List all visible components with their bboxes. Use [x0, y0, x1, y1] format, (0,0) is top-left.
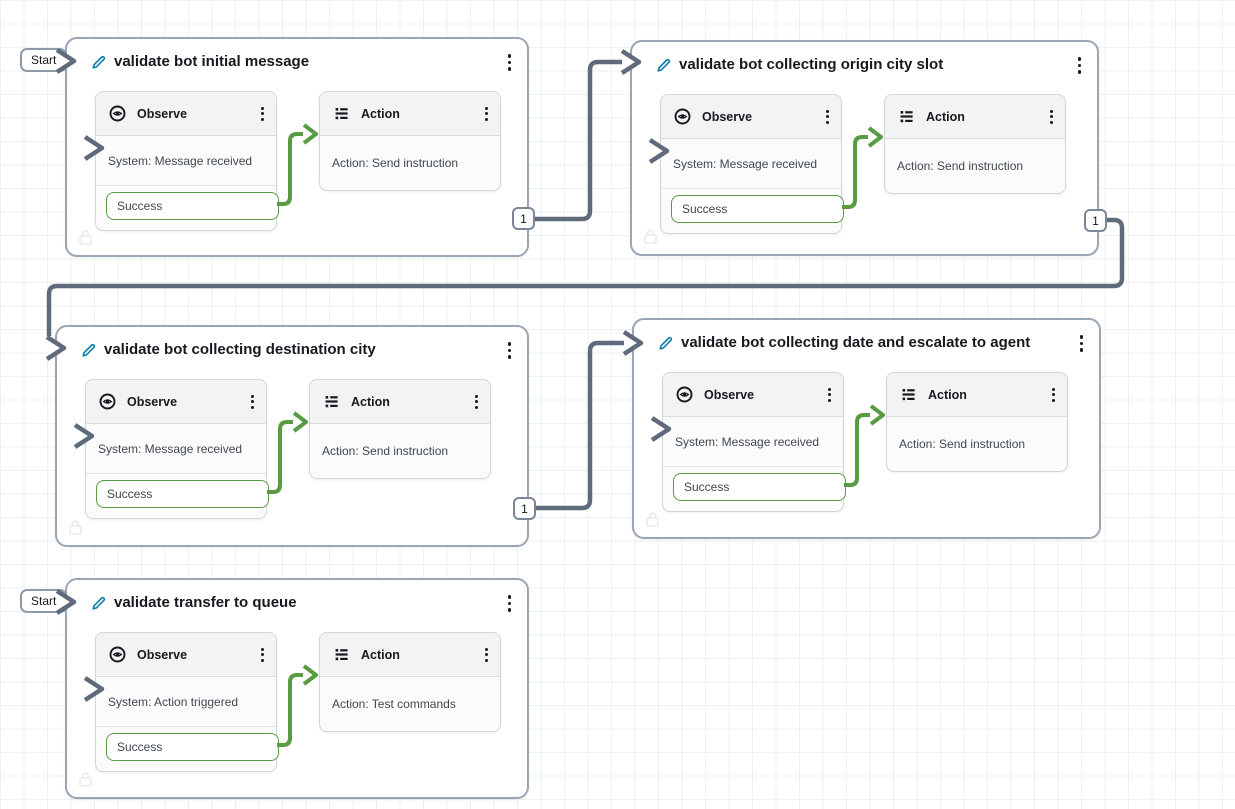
action-card[interactable]: Action Action: Send instruction [886, 372, 1068, 472]
transition-count-badge[interactable]: 1 [513, 497, 536, 520]
action-card-header: Action [320, 633, 500, 677]
observe-card-label: Observe [702, 109, 753, 124]
observe-condition-text: System: Action triggered [96, 677, 276, 727]
observe-card[interactable]: Observe System: Message received Success [95, 91, 279, 231]
success-port[interactable]: Success [671, 195, 844, 223]
action-card[interactable]: Action Action: Send instruction [884, 94, 1066, 194]
lock-icon [79, 772, 92, 792]
eye-icon [99, 393, 116, 410]
connector-block3-to-block4 [536, 340, 624, 511]
action-card-label: Action [928, 387, 967, 402]
action-card-label: Action [926, 109, 965, 124]
success-port[interactable]: Success [673, 473, 846, 501]
connector-block1-to-block2 [535, 59, 622, 222]
block-options-kebab-icon[interactable] [504, 591, 516, 616]
observe-options-kebab-icon[interactable] [822, 106, 833, 128]
action-detail-text: Action: Send instruction [897, 158, 1024, 173]
observe-card-label: Observe [137, 647, 188, 662]
observe-card-label: Observe [137, 106, 188, 121]
list-icon [325, 396, 338, 408]
success-port[interactable]: Success [106, 733, 279, 761]
lock-icon [646, 512, 659, 532]
edit-title-pencil-icon[interactable] [91, 54, 107, 70]
action-options-kebab-icon[interactable] [1048, 384, 1059, 406]
edit-title-pencil-icon[interactable] [656, 57, 672, 73]
observe-card[interactable]: Observe System: Message received Success [85, 379, 269, 519]
observe-card-header: Observe [96, 633, 276, 677]
list-icon [902, 389, 915, 401]
observe-condition-text: System: Message received [86, 424, 266, 474]
action-card[interactable]: Action Action: Send instruction [309, 379, 491, 479]
observe-condition-text: System: Message received [663, 417, 843, 467]
test-block[interactable]: validate bot initial message Observe Sys… [65, 37, 529, 257]
observe-card-header: Observe [86, 380, 266, 424]
observe-card[interactable]: Observe System: Message received Success [660, 94, 844, 234]
action-card-header: Action [320, 92, 500, 136]
block-title: validate bot collecting destination city [104, 341, 376, 358]
observe-options-kebab-icon[interactable] [257, 644, 268, 666]
action-options-kebab-icon[interactable] [481, 103, 492, 125]
eye-icon [674, 108, 691, 125]
observe-card-header: Observe [663, 373, 843, 417]
block-title: validate bot collecting origin city slot [679, 56, 944, 73]
lock-icon [644, 229, 657, 249]
action-card-header: Action [310, 380, 490, 424]
observe-options-kebab-icon[interactable] [824, 384, 835, 406]
lock-icon [79, 230, 92, 250]
observe-options-kebab-icon[interactable] [247, 391, 258, 413]
action-options-kebab-icon[interactable] [471, 391, 482, 413]
edit-title-pencil-icon[interactable] [658, 335, 674, 351]
action-card-label: Action [351, 394, 390, 409]
observe-condition-text: System: Message received [661, 139, 841, 189]
test-block[interactable]: validate bot collecting origin city slot… [630, 40, 1099, 256]
test-block[interactable]: validate bot collecting date and escalat… [632, 318, 1101, 539]
observe-card-label: Observe [127, 394, 178, 409]
observe-card[interactable]: Observe System: Action triggered Success [95, 632, 279, 772]
observe-card[interactable]: Observe System: Message received Success [662, 372, 846, 512]
action-card[interactable]: Action Action: Send instruction [319, 91, 501, 191]
eye-icon [676, 386, 693, 403]
block-title: validate transfer to queue [114, 594, 297, 611]
block-options-kebab-icon[interactable] [504, 338, 516, 363]
transition-count-badge[interactable]: 1 [512, 207, 535, 230]
edit-title-pencil-icon[interactable] [91, 595, 107, 611]
list-icon [335, 649, 348, 661]
block-options-kebab-icon[interactable] [1076, 331, 1088, 356]
block-title: validate bot initial message [114, 53, 310, 70]
block-options-kebab-icon[interactable] [504, 50, 516, 75]
block-options-kebab-icon[interactable] [1074, 53, 1086, 78]
action-detail-text: Action: Send instruction [332, 155, 459, 170]
action-options-kebab-icon[interactable] [1046, 106, 1057, 128]
transition-count-badge[interactable]: 1 [1084, 209, 1107, 232]
start-tag: Start [20, 589, 68, 613]
action-card-label: Action [361, 647, 400, 662]
action-card-header: Action [885, 95, 1065, 139]
test-block[interactable]: validate bot collecting destination city… [55, 325, 529, 547]
list-icon [900, 111, 913, 123]
observe-condition-text: System: Message received [96, 136, 276, 186]
observe-options-kebab-icon[interactable] [257, 103, 268, 125]
success-port[interactable]: Success [106, 192, 279, 220]
edit-title-pencil-icon[interactable] [81, 342, 97, 358]
eye-icon [109, 646, 126, 663]
observe-card-label: Observe [704, 387, 755, 402]
action-card-label: Action [361, 106, 400, 121]
observe-card-header: Observe [661, 95, 841, 139]
block-title: validate bot collecting date and escalat… [681, 334, 1031, 351]
action-detail-text: Action: Send instruction [322, 443, 449, 458]
observe-card-header: Observe [96, 92, 276, 136]
eye-icon [109, 105, 126, 122]
action-card-header: Action [887, 373, 1067, 417]
start-tag: Start [20, 48, 68, 72]
action-options-kebab-icon[interactable] [481, 644, 492, 666]
action-card[interactable]: Action Action: Test commands [319, 632, 501, 732]
list-icon [335, 108, 348, 120]
action-detail-text: Action: Test commands [332, 696, 456, 711]
test-block[interactable]: validate transfer to queue Observe Syste… [65, 578, 529, 799]
success-port[interactable]: Success [96, 480, 269, 508]
lock-icon [69, 520, 82, 540]
action-detail-text: Action: Send instruction [899, 436, 1026, 451]
